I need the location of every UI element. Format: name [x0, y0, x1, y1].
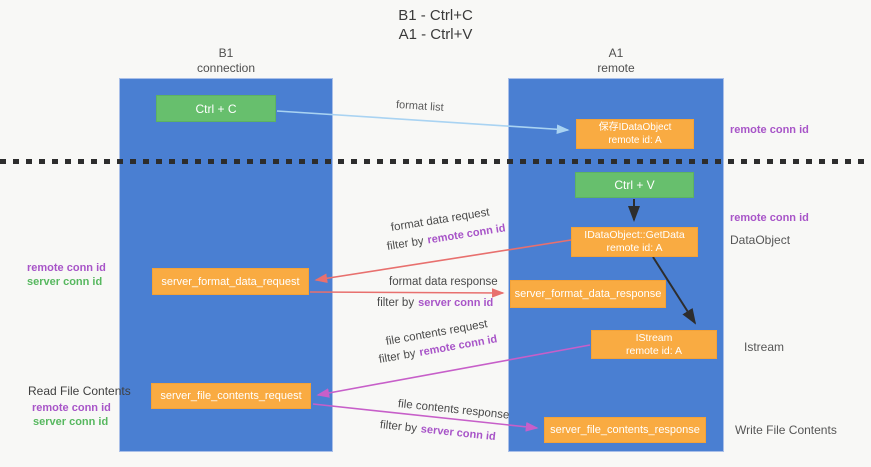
- node-ctrl-v: Ctrl + V: [575, 172, 694, 198]
- lane-header-a1-name: A1: [608, 46, 624, 60]
- annotation-remote-conn-id-right-mid: remote conn id: [730, 212, 809, 224]
- node-idataobject-getdata-line1: IDataObject::GetData: [584, 229, 685, 241]
- node-save-idataobject-line1: 保存IDataObject: [598, 122, 672, 133]
- arrow-format-data-response: [309, 288, 505, 298]
- annotation-remote-conn-id-right-top: remote conn id: [730, 124, 809, 136]
- node-server-format-data-request-label: server_format_data_request: [161, 275, 300, 288]
- diagram-title-line1: B1 - Ctrl+C: [398, 7, 473, 24]
- annotation-server-conn-id-left-top: server conn id: [27, 276, 103, 288]
- node-idataobject-getdata-line2: remote id: A: [606, 242, 663, 254]
- annotation-read-file-contents: Read File Contents: [28, 384, 131, 398]
- node-idataobject-getdata: IDataObject::GetData remote id: A: [571, 227, 698, 257]
- lane-header-a1-sub: remote: [597, 61, 635, 75]
- node-save-idataobject-line2: remote id: A: [608, 135, 662, 146]
- arrow-file-contents-request: [316, 344, 591, 398]
- node-server-format-data-response: server_format_data_response: [510, 280, 666, 308]
- annotation-remote-conn-id-left-top: remote conn id: [27, 262, 106, 274]
- annotation-remote-conn-id-left-bottom: remote conn id: [32, 402, 111, 414]
- node-server-file-contents-response: server_file_contents_response: [544, 417, 706, 443]
- lane-header-b1-name: B1: [218, 46, 234, 60]
- arrow-format-list: [276, 110, 570, 135]
- node-server-file-contents-response-label: server_file_contents_response: [550, 424, 700, 436]
- node-server-file-contents-request-label: server_file_contents_request: [160, 390, 302, 402]
- edge-label-format-data-response: format data response: [389, 276, 498, 288]
- filter-by-text: filter by: [377, 297, 415, 309]
- diagram-title-line2: A1 - Ctrl+V: [398, 26, 473, 43]
- session-divider-dashed-line: [0, 159, 871, 164]
- lane-header-a1-remote: A1 remote: [508, 46, 724, 76]
- node-ctrl-c: Ctrl + C: [156, 95, 276, 122]
- annotation-server-conn-id-left-bottom: server conn id: [33, 416, 109, 428]
- lane-header-b1-connection: B1 connection: [119, 46, 333, 76]
- node-istream-line2: remote id: A: [625, 344, 683, 357]
- server-conn-id-key: server conn id: [418, 297, 494, 309]
- node-server-format-data-response-label: server_format_data_response: [514, 288, 662, 300]
- lane-header-b1-sub: connection: [196, 61, 256, 75]
- arrow-getdata-to-istream: [652, 256, 697, 325]
- node-ctrl-c-label: Ctrl + C: [195, 101, 237, 116]
- node-istream: IStream remote id: A: [591, 330, 717, 359]
- node-save-idataobject: 保存IDataObject remote id: A: [576, 119, 694, 149]
- arrow-format-data-request: [314, 239, 572, 284]
- annotation-dataobject: DataObject: [730, 233, 791, 247]
- node-server-format-data-request: server_format_data_request: [152, 268, 309, 295]
- node-istream-line1: IStream: [635, 331, 673, 344]
- annotation-istream: Istream: [744, 340, 785, 354]
- node-ctrl-v-label: Ctrl + V: [614, 178, 655, 192]
- annotation-write-file-contents: Write File Contents: [735, 423, 837, 437]
- node-server-file-contents-request: server_file_contents_request: [151, 383, 311, 409]
- arrow-file-contents-response: [312, 403, 539, 432]
